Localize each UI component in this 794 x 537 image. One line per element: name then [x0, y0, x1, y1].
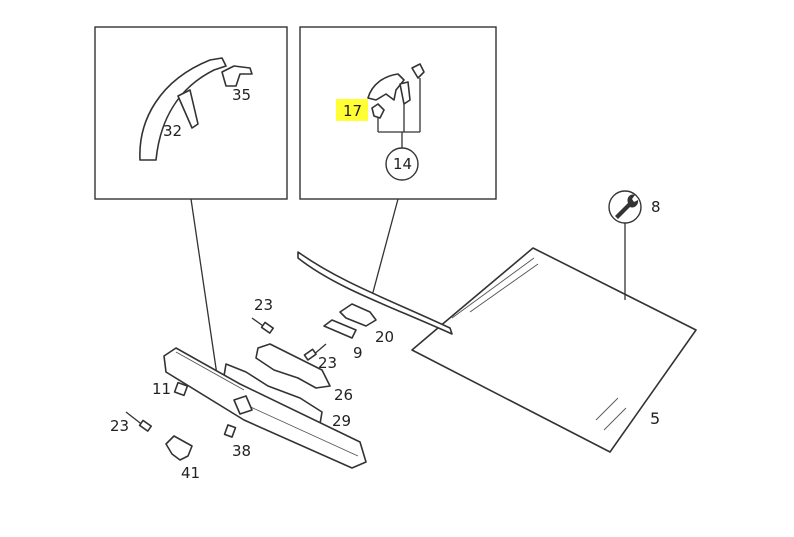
- callout-17-highlight: [336, 99, 368, 121]
- callout-9: 9: [353, 344, 363, 362]
- part-lower-cowl[interactable]: [163, 347, 367, 469]
- part-32-trim[interactable]: [139, 57, 227, 161]
- detail-box-right: 17 14: [299, 26, 497, 200]
- part-23-fastener-b[interactable]: 23: [303, 343, 337, 372]
- part-41-bracket[interactable]: [165, 435, 193, 461]
- part-38-clip[interactable]: [223, 424, 237, 438]
- callout-35: 35: [232, 86, 251, 104]
- callout-23-c: 23: [110, 417, 129, 435]
- part-5-windshield[interactable]: 5: [411, 247, 697, 453]
- leader-right-box: [371, 198, 399, 297]
- callout-29: 29: [332, 412, 351, 430]
- detail-box-left: 35 32: [94, 26, 288, 200]
- tool-callout: 8: [608, 190, 661, 300]
- callout-32: 32: [163, 122, 182, 140]
- callout-26: 26: [334, 386, 353, 404]
- callout-17: 17: [343, 102, 362, 120]
- part-35-clip[interactable]: [221, 65, 253, 87]
- callout-5: 5: [650, 409, 660, 428]
- callout-38: 38: [232, 442, 251, 460]
- part-11-clip[interactable]: [173, 381, 189, 397]
- callout-23-a: 23: [254, 296, 273, 314]
- callout-14-circle: [385, 147, 419, 181]
- part-26-gasket[interactable]: [255, 343, 331, 389]
- part-upper-moulding[interactable]: [297, 251, 453, 335]
- part-17-seal[interactable]: [367, 73, 405, 101]
- callout-41: 41: [181, 464, 200, 482]
- part-23-fastener-c[interactable]: 23: [110, 411, 153, 435]
- callout-23-b: 23: [318, 354, 337, 372]
- part-20-bracket[interactable]: [339, 303, 377, 327]
- part-9-clip[interactable]: [323, 319, 357, 339]
- callout-20: 20: [375, 328, 394, 346]
- callout-8: 8: [651, 198, 661, 216]
- callout-14: 14: [393, 155, 412, 173]
- callout-11: 11: [152, 380, 171, 398]
- leader-left-box: [190, 198, 218, 376]
- part-23-fastener-a[interactable]: 23: [251, 296, 275, 334]
